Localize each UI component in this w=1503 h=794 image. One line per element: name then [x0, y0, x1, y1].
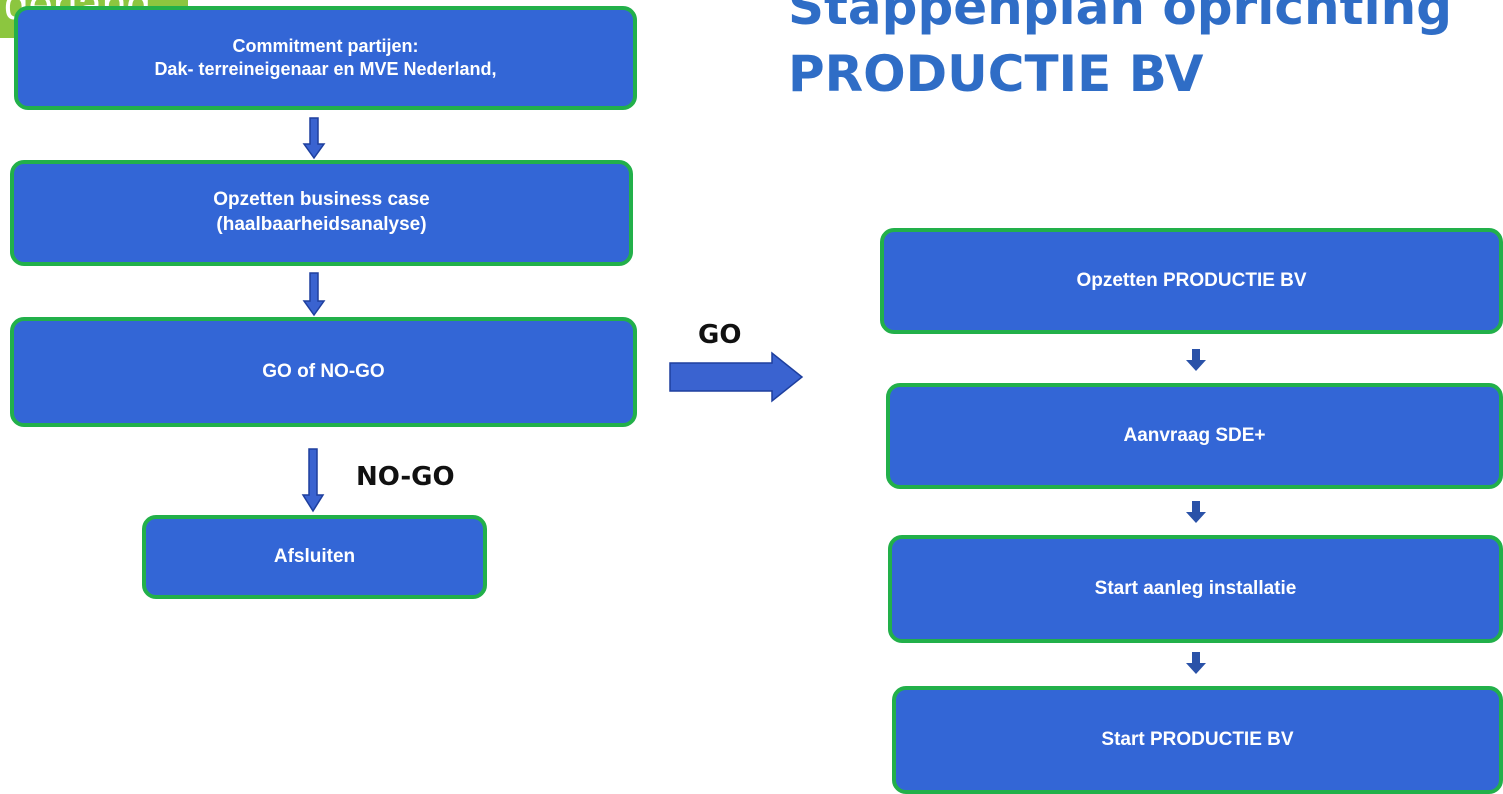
arrow-down-icon [302, 117, 326, 160]
go-label: GO [698, 320, 742, 350]
arrow-down-icon [1186, 501, 1206, 523]
commitment-line1: Commitment partijen: [232, 35, 419, 56]
go-no-go-label: GO of NO-GO [262, 360, 385, 382]
step-start-label: Start PRODUCTIE BV [1101, 728, 1294, 750]
go-no-go-box: GO of NO-GO [10, 317, 637, 427]
step-opzetten-label: Opzetten PRODUCTIE BV [1076, 269, 1307, 291]
business-case-line1: Opzetten business case [213, 189, 430, 211]
page-title-line1: Stappenplan oprichting [788, 0, 1453, 36]
business-case-line2: (haalbaarheidsanalyse) [216, 214, 427, 235]
step-aanleg-box: Start aanleg installatie [888, 535, 1503, 643]
business-case-box: Opzetten business case (haalbaarheidsana… [10, 160, 633, 266]
commitment-line2: Dak- terreineigenaar en MVE Nederland, [154, 59, 497, 79]
arrow-down-icon [301, 448, 325, 513]
step-start-box: Start PRODUCTIE BV [892, 686, 1503, 794]
page-title-line2: PRODUCTIE BV [788, 45, 1204, 103]
close-label: Afsluiten [273, 545, 356, 567]
commitment-box: Commitment partijen: Dak- terreineigenaa… [14, 6, 637, 110]
arrow-down-icon [1186, 652, 1206, 674]
step-aanvraag-label: Aanvraag SDE+ [1123, 424, 1266, 446]
arrow-down-icon [1186, 349, 1206, 371]
step-aanvraag-box: Aanvraag SDE+ [886, 383, 1503, 489]
step-opzetten-box: Opzetten PRODUCTIE BV [880, 228, 1503, 334]
arrow-right-icon [669, 351, 804, 403]
arrow-down-icon [302, 272, 326, 317]
step-aanleg-label: Start aanleg installatie [1094, 577, 1297, 599]
no-go-label: NO-GO [356, 462, 455, 492]
close-box: Afsluiten [142, 515, 487, 599]
